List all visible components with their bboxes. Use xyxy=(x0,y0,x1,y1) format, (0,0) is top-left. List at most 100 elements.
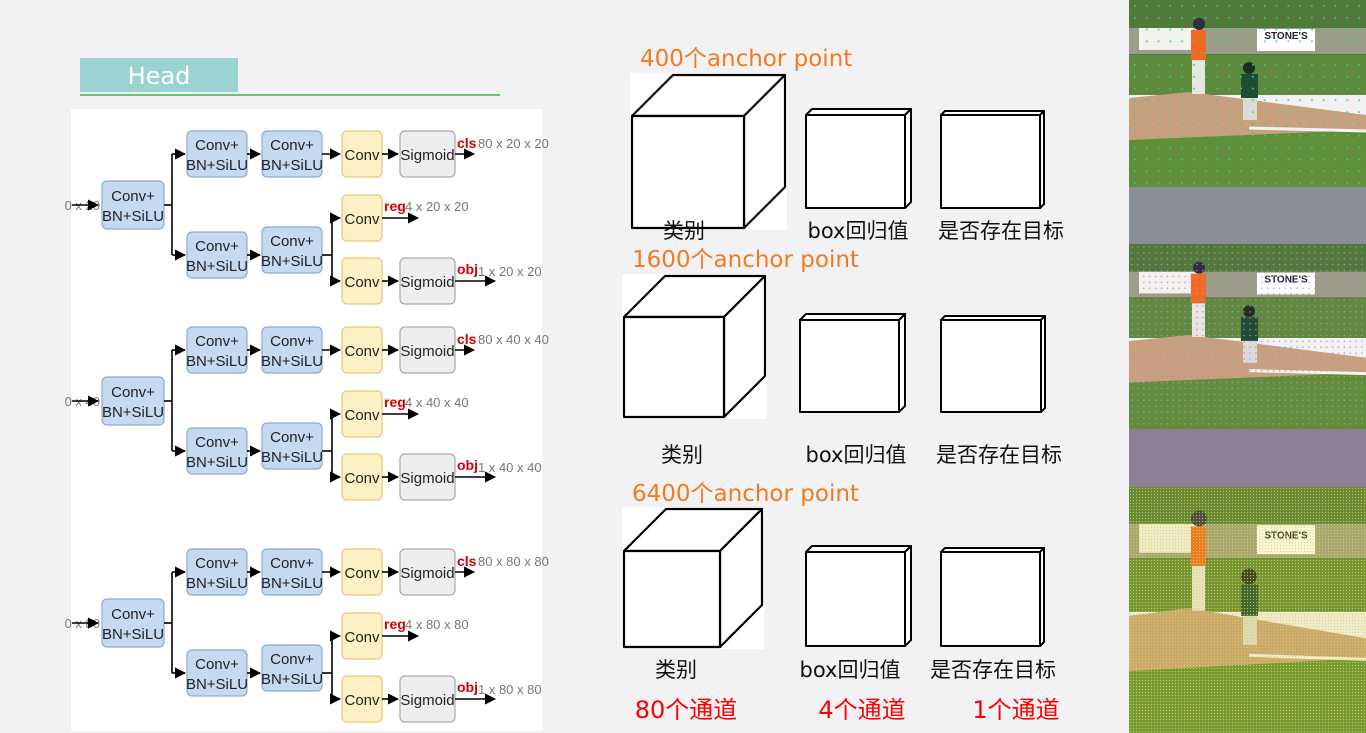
anchor-dot xyxy=(1279,505,1282,508)
anchor-dot xyxy=(1309,517,1312,520)
anchor-dot xyxy=(1310,40,1313,43)
anchor-dot xyxy=(1324,595,1327,598)
anchor-dot xyxy=(1287,170,1290,173)
anchor-dot xyxy=(1246,604,1249,607)
anchor-dot xyxy=(1258,487,1261,490)
anchor-dot xyxy=(1159,604,1162,607)
anchor-dot xyxy=(1272,399,1275,402)
anchor-dot xyxy=(1184,387,1186,390)
anchor-dot xyxy=(1258,595,1261,598)
anchor-dot xyxy=(1343,387,1346,390)
anchor-dot xyxy=(1264,535,1267,538)
anchor-dot xyxy=(1320,311,1322,313)
anchor-dot xyxy=(1231,604,1234,607)
anchor-dot xyxy=(1243,565,1246,568)
anchor-dot xyxy=(1222,538,1225,541)
anchor-dot xyxy=(1330,526,1333,529)
anchor-dot xyxy=(1225,517,1228,520)
anchor-dot xyxy=(1249,556,1252,559)
anchor-dot xyxy=(1213,311,1216,313)
anchor-dot xyxy=(1131,263,1133,266)
anchor-dot xyxy=(1202,281,1204,284)
anchor-dot xyxy=(1261,346,1263,349)
anchor-dot xyxy=(1240,532,1243,535)
anchor-dot xyxy=(1261,399,1263,402)
anchor-dot xyxy=(1279,583,1282,586)
anchor-dot xyxy=(1355,370,1357,372)
anchor-dot xyxy=(1258,544,1261,547)
anchor-dot xyxy=(1189,601,1192,604)
anchor-dot xyxy=(1243,526,1246,529)
anchor-dot xyxy=(1273,541,1276,544)
anchor-dot xyxy=(1131,269,1133,272)
anchor-dot xyxy=(1282,583,1285,586)
anchor-dot xyxy=(1145,134,1148,137)
anchor-dot xyxy=(1309,505,1312,508)
cls-conv1-2-label2: BN+SiLU xyxy=(186,575,248,592)
anchor-dot xyxy=(1178,316,1180,319)
anchor-dot xyxy=(1207,370,1210,372)
anchor-dot xyxy=(1231,562,1234,565)
anchor-dot xyxy=(1270,538,1273,541)
anchor-dot xyxy=(1216,508,1219,511)
anchor-dot xyxy=(1336,565,1339,568)
anchor-dot xyxy=(1324,502,1327,505)
anchor-dot xyxy=(1354,556,1357,559)
anchor-dot xyxy=(1255,305,1257,307)
anchor-dot xyxy=(1213,520,1216,523)
anchor-dot xyxy=(1129,505,1132,508)
anchor-dot xyxy=(1225,598,1228,601)
anchor-dot xyxy=(1312,505,1315,508)
anchor-dot xyxy=(1339,538,1342,541)
anchor-dot xyxy=(1180,544,1183,547)
anchor-dot xyxy=(1333,505,1336,508)
anchor-dot xyxy=(1336,526,1339,529)
anchor-dot xyxy=(1300,520,1303,523)
anchor-dot xyxy=(1299,111,1302,114)
anchor-dot xyxy=(1342,505,1345,508)
anchor-dot xyxy=(1141,583,1144,586)
anchor-dot xyxy=(1207,532,1210,535)
anchor-dot xyxy=(1135,544,1138,547)
anchor-dot xyxy=(1198,547,1201,550)
anchor-dot xyxy=(1234,517,1237,520)
anchor-dot xyxy=(1157,75,1160,78)
anchor-dot xyxy=(1337,399,1340,402)
anchor-dot xyxy=(1333,487,1336,490)
anchor-dot xyxy=(1315,532,1318,535)
anchor-dot xyxy=(1189,589,1192,592)
anchor-dot xyxy=(1325,387,1328,390)
anchor-dot xyxy=(1249,387,1251,390)
anchor-dot xyxy=(1198,592,1201,595)
anchor-dot xyxy=(1249,565,1252,568)
anchor-dot xyxy=(1153,526,1156,529)
anchor-dot xyxy=(1225,493,1228,496)
anchor-dot xyxy=(1183,580,1186,583)
anchor-dot xyxy=(1213,334,1216,337)
anchor-dot xyxy=(1177,493,1180,496)
anchor-dot xyxy=(1138,583,1141,586)
anchor-dot xyxy=(1196,328,1198,331)
anchor-dot xyxy=(1178,287,1180,290)
anchor-dot xyxy=(1234,586,1237,589)
anchor-dot xyxy=(1251,52,1254,55)
anchor-dot xyxy=(1351,541,1354,544)
anchor-dot xyxy=(1186,577,1189,580)
anchor-dot xyxy=(1360,490,1363,493)
anchor-dot xyxy=(1358,99,1361,102)
anchor-dot xyxy=(1210,559,1213,562)
anchor-dot xyxy=(1357,532,1360,535)
anchor-dot xyxy=(1330,571,1333,574)
anchor-dot xyxy=(1228,544,1231,547)
anchor-dot xyxy=(1291,553,1294,556)
anchor-dot xyxy=(1207,487,1210,490)
anchor-dot xyxy=(1349,405,1352,408)
anchor-dot xyxy=(1202,275,1204,278)
anchor-dot xyxy=(1282,589,1285,592)
cls-conv1-2-label1: Conv+ xyxy=(195,555,239,572)
anchor-dot xyxy=(1237,562,1240,565)
anchor-dot xyxy=(1261,490,1264,493)
anchor-dot xyxy=(1180,487,1183,490)
anchor-dot xyxy=(1357,496,1360,499)
anchor-dot xyxy=(1333,577,1336,580)
